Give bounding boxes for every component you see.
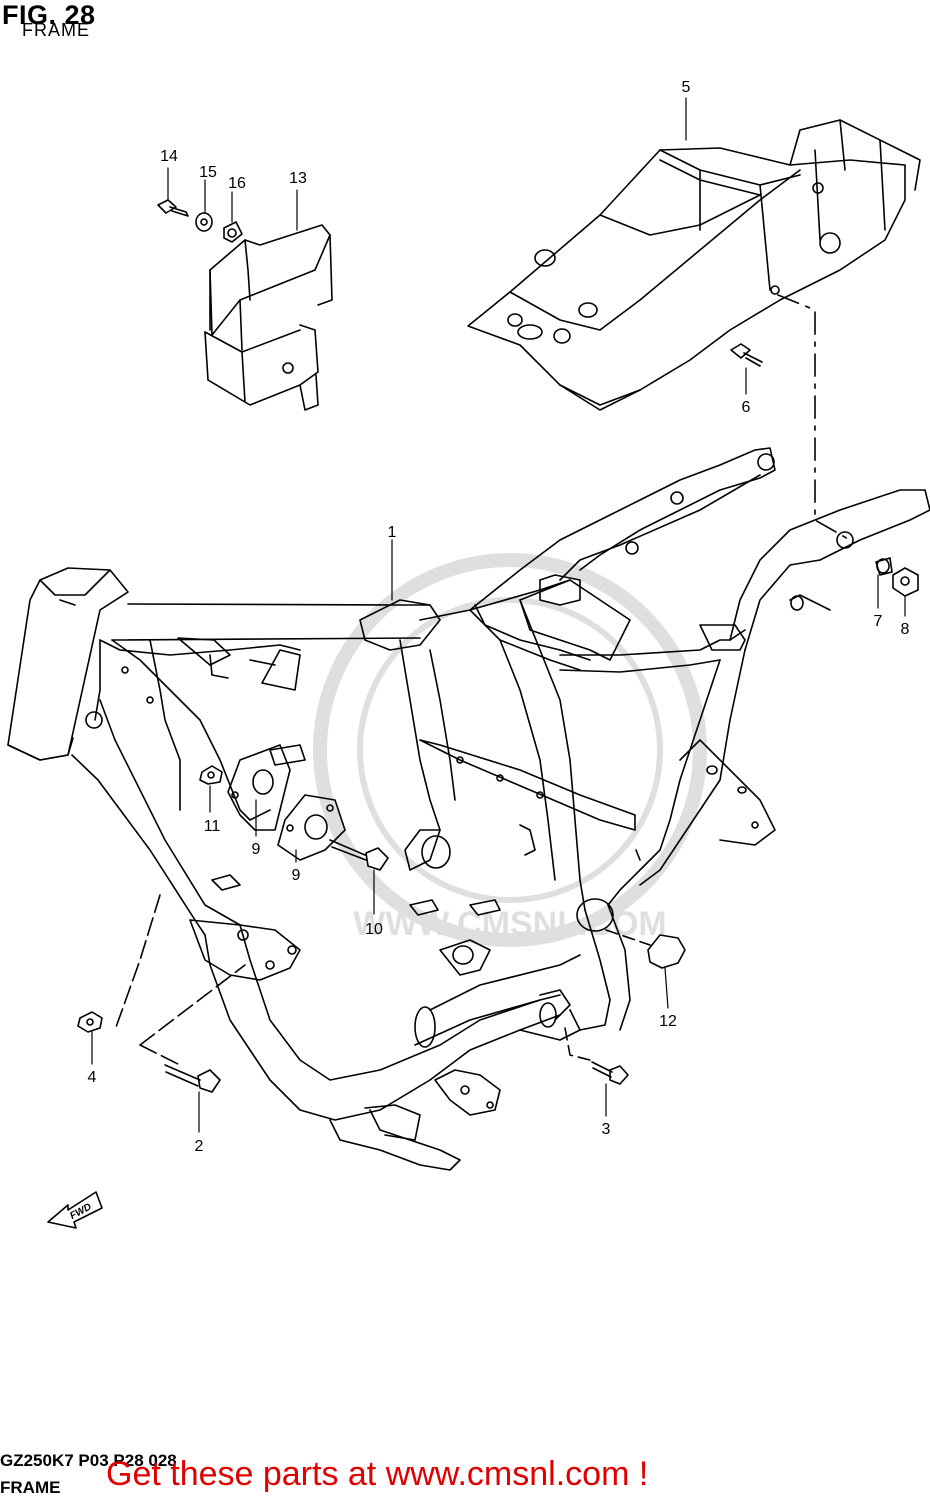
part-4-nut — [77, 1011, 103, 1033]
figure-subtitle: FRAME — [22, 20, 90, 40]
callout-14: 14 — [160, 148, 178, 165]
assembly-leader-3 — [564, 1027, 591, 1061]
part-8-nut — [892, 567, 919, 597]
callout-9a: 9 — [252, 841, 261, 858]
assembly-leader-2 — [139, 964, 246, 1066]
part-6-bolt — [730, 343, 763, 367]
assembly-leader-5 — [777, 294, 851, 541]
callout-1: 1 — [388, 524, 397, 541]
part-3-bolt — [591, 1061, 629, 1085]
part-16-grommet — [223, 221, 243, 243]
callout-12: 12 — [659, 1013, 677, 1030]
part-5-rear-fender — [467, 119, 921, 411]
footer-frame-label: FRAME — [0, 1478, 61, 1497]
callout-7: 7 — [874, 613, 883, 630]
diagram-code: GZ250K7 P03 P28 028 — [0, 1451, 177, 1470]
part-9-plate-right — [277, 794, 346, 861]
callout-16: 16 — [228, 175, 246, 192]
callout-leaders — [91, 97, 906, 1133]
part-10-bolt — [329, 839, 389, 871]
part-14-bolt — [157, 199, 189, 217]
part-11-nut — [199, 765, 223, 785]
callout-11: 11 — [204, 818, 221, 835]
fwd-arrow-icon: FWD — [47, 1191, 103, 1229]
part-13-bracket — [204, 224, 333, 411]
part-9-plate-left — [227, 744, 291, 831]
part-12-cap — [647, 934, 686, 969]
callout-5: 5 — [682, 79, 691, 96]
figure-title: FIG. 28 — [2, 0, 96, 30]
part-15-washer — [195, 212, 213, 232]
callout-15: 15 — [199, 164, 217, 181]
callout-3: 3 — [602, 1121, 611, 1138]
callout-4: 4 — [88, 1069, 97, 1086]
assembly-leader-4 — [114, 894, 161, 1031]
callout-8: 8 — [901, 621, 910, 638]
callout-10: 10 — [365, 921, 383, 938]
assembly-leader-12 — [605, 929, 651, 946]
callout-2: 2 — [195, 1138, 204, 1155]
part-7-collar — [875, 557, 893, 576]
part-2-bolt — [164, 1064, 221, 1093]
callout-labels: 1 2 3 4 5 6 7 8 9 9 10 11 12 13 14 15 16 — [88, 79, 910, 1155]
callout-6: 6 — [742, 399, 751, 416]
callout-13: 13 — [289, 170, 307, 187]
promo-link[interactable]: Get these parts at www.cmsnl.com ! — [106, 1455, 649, 1493]
part-1-main-frame — [7, 447, 930, 1171]
callout-9b: 9 — [292, 867, 301, 884]
